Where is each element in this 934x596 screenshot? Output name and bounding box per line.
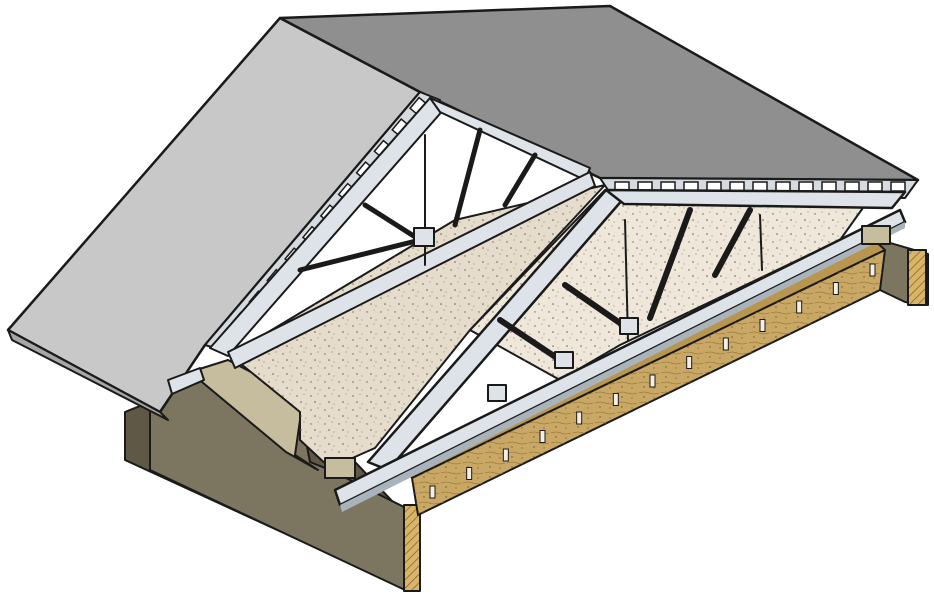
front-truss [333, 188, 907, 512]
rear-truss [209, 97, 596, 369]
purlin-block [821, 181, 837, 192]
band-notch [539, 430, 546, 443]
foundation-wall [124, 239, 929, 592]
rear-truss-gusset [413, 227, 435, 247]
purlin-block [798, 181, 814, 192]
rear-truss-web-1 [297, 237, 423, 273]
front-truss-web-3 [647, 207, 693, 321]
ceiling-board-texture [230, 185, 605, 468]
wall-cut-right [907, 249, 927, 306]
band-notch [576, 411, 583, 425]
band-notch [649, 374, 656, 388]
rear-truss-web-4 [502, 152, 538, 208]
wall-top-left [189, 359, 321, 471]
rear-truss-web-2 [362, 202, 423, 243]
insulation-texture [412, 250, 885, 515]
purlin-block [844, 181, 860, 192]
roof-fascia-left [7, 329, 169, 421]
band-notch [502, 448, 509, 462]
band-notch [466, 467, 473, 480]
wall-cut-front [403, 504, 421, 592]
band-notch [612, 393, 619, 406]
purlin-block [752, 181, 768, 192]
insulation-notches [429, 263, 876, 499]
front-truss-gusset-3 [487, 384, 507, 402]
band-notch [869, 263, 876, 277]
band-notch [429, 485, 436, 499]
front-truss-bottom-shadow [340, 222, 905, 512]
purlin-block [867, 181, 883, 192]
rear-truss-bottom-chord [227, 171, 596, 369]
front-truss-hanger-2 [759, 214, 763, 271]
front-truss-web-4 [712, 207, 753, 278]
front-truss-gusset-2 [619, 317, 639, 335]
front-truss-gusset-1 [554, 351, 574, 369]
band-notch [832, 282, 839, 295]
eave-block-front [324, 457, 356, 479]
purlin-block [775, 181, 791, 192]
eave-block-right [861, 225, 891, 245]
eave-block-left [167, 367, 205, 395]
front-truss-web-1 [497, 317, 563, 363]
band-notch [759, 319, 766, 332]
band-notch [686, 356, 693, 369]
front-truss-top-chord-right [604, 188, 907, 210]
rear-truss-web-3 [452, 127, 483, 228]
band-notch [722, 337, 729, 351]
purlin-block [890, 181, 906, 192]
band-notch [796, 300, 803, 314]
